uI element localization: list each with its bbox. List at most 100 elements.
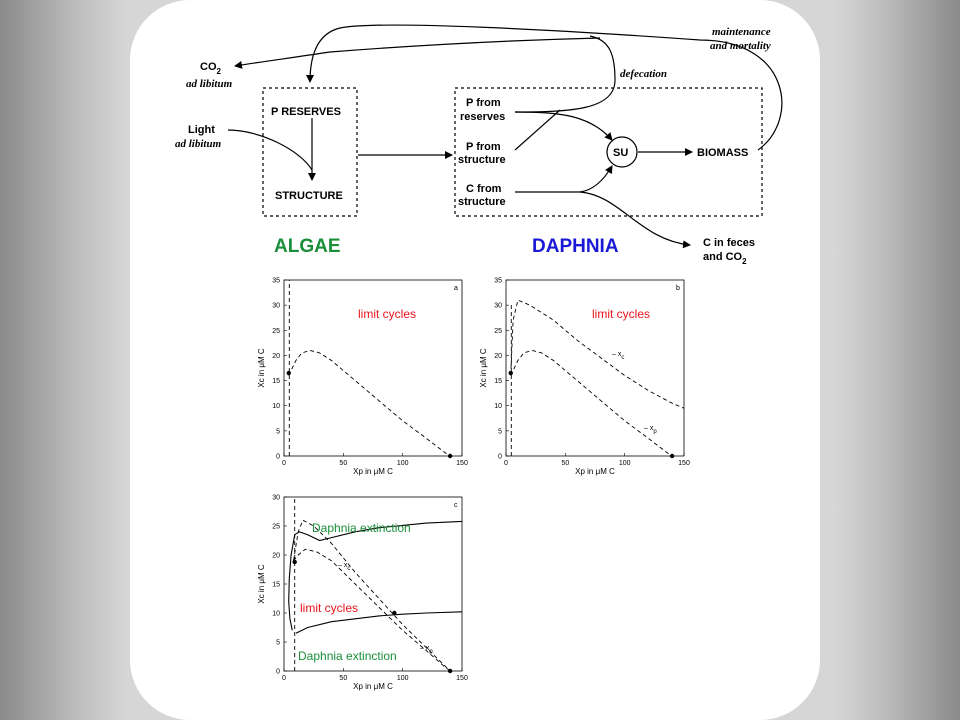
series-line-2 xyxy=(510,349,673,457)
x-tick-label: 50 xyxy=(339,460,347,467)
defecation-label: defecation xyxy=(620,68,667,80)
x-tick-label: 0 xyxy=(504,460,508,467)
equilibrium-point xyxy=(447,668,453,674)
algae-box xyxy=(262,87,358,217)
x-tick-label: 0 xyxy=(282,460,286,467)
feces-arrow xyxy=(579,191,691,249)
equilibrium-point xyxy=(286,370,291,376)
daphnia-title: DAPHNIA xyxy=(532,236,619,257)
plot-frame xyxy=(283,279,463,457)
y-tick-label: 20 xyxy=(494,353,502,360)
annotation: Daphnia extinction xyxy=(298,649,397,663)
x-tick-label: 50 xyxy=(561,460,569,467)
light-note: ad libitum xyxy=(175,138,222,150)
y-tick-label: 30 xyxy=(272,495,280,502)
x-axis-label: Xp in μM C xyxy=(575,467,615,476)
x-tick-label: 100 xyxy=(397,460,409,467)
y-tick-label: 30 xyxy=(494,303,502,310)
series-line-1 xyxy=(288,349,451,457)
c-in-feces-1: C in feces xyxy=(703,237,755,249)
x-tick-label: 50 xyxy=(339,675,347,682)
x-axis-label: Xp in μM C xyxy=(353,682,393,691)
x-tick-label: 150 xyxy=(678,460,690,467)
annotation: Daphnia extinction xyxy=(312,521,411,535)
series-line-0 xyxy=(288,520,463,631)
x-tick-label: 100 xyxy=(397,675,409,682)
y-tick-label: 30 xyxy=(272,303,280,310)
maintenance-label-2: and mortality xyxy=(710,40,771,52)
p-from-structure-2: structure xyxy=(458,154,506,166)
defecation-arrow xyxy=(514,35,616,113)
y-tick-label: 10 xyxy=(494,403,502,410)
y-tick-label: 5 xyxy=(498,428,502,435)
structure-label: STRUCTURE xyxy=(275,190,343,202)
c-from-structure-1: C from xyxy=(466,183,502,195)
x-tick-label: 0 xyxy=(282,675,286,682)
y-tick-label: 20 xyxy=(272,353,280,360)
y-tick-label: 35 xyxy=(494,278,502,285)
y-tick-label: 35 xyxy=(272,278,280,285)
series-line-3 xyxy=(293,519,451,672)
y-tick-label: 15 xyxy=(272,582,280,589)
annotation: – xp xyxy=(420,645,433,655)
y-tick-label: 5 xyxy=(276,640,280,647)
c-in-feces-2: and CO2 xyxy=(703,251,747,266)
light-label: Light xyxy=(188,124,215,136)
to-co2-arrow xyxy=(234,37,601,69)
equilibrium-point xyxy=(669,453,675,459)
x-axis-label: Xp in μM C xyxy=(353,467,393,476)
light-arrow xyxy=(227,129,313,171)
y-tick-label: 10 xyxy=(272,403,280,410)
maintenance-arrow xyxy=(306,24,783,151)
annotation: limit cycles xyxy=(358,307,416,321)
y-axis-label: Xc in μM C xyxy=(479,348,488,388)
x-tick-label: 100 xyxy=(619,460,631,467)
y-tick-label: 15 xyxy=(272,378,280,385)
equilibrium-point xyxy=(292,559,297,565)
plot-frame xyxy=(283,496,463,672)
co2-note: ad libitum xyxy=(186,78,233,90)
y-tick-label: 0 xyxy=(276,454,280,461)
series-line-1 xyxy=(510,299,685,409)
y-tick-label: 15 xyxy=(494,378,502,385)
annotation: limit cycles xyxy=(592,307,650,321)
p-reserves-label: P RESERVES xyxy=(271,106,341,118)
series-line-4 xyxy=(293,548,451,672)
slide-background xyxy=(130,0,820,720)
maintenance-label-1: maintenance xyxy=(712,26,771,38)
biomass-label: BIOMASS xyxy=(697,147,748,159)
y-tick-label: 25 xyxy=(272,328,280,335)
plot-frame xyxy=(505,279,685,457)
panel-letter: a xyxy=(454,285,458,292)
y-tick-label: 20 xyxy=(272,553,280,560)
y-tick-label: 25 xyxy=(272,524,280,531)
series-line-1 xyxy=(295,611,463,634)
y-tick-label: 5 xyxy=(276,428,280,435)
p-from-structure-1: P from xyxy=(466,141,501,153)
x-tick-label: 150 xyxy=(456,675,468,682)
annotation: – xc xyxy=(338,562,350,572)
algae-title: ALGAE xyxy=(274,236,341,257)
annotation: – xc xyxy=(612,351,624,361)
co2-label: CO2 xyxy=(200,61,222,76)
y-axis-label: Xc in μM C xyxy=(257,348,266,388)
pstructure-to-su xyxy=(514,109,561,151)
annotation: – xp xyxy=(644,425,657,435)
reserves-to-su xyxy=(514,111,613,141)
panel-letter: c xyxy=(454,502,458,509)
equilibrium-point xyxy=(508,370,513,376)
equilibrium-point xyxy=(447,453,453,459)
su-node xyxy=(606,136,638,168)
p-from-reserves-1: P from xyxy=(466,97,501,109)
y-tick-label: 0 xyxy=(276,669,280,676)
p-from-reserves-2: reserves xyxy=(460,111,505,123)
su-label: SU xyxy=(613,147,628,159)
daphnia-box xyxy=(454,87,763,217)
y-axis-label: Xc in μM C xyxy=(257,564,266,604)
equilibrium-point xyxy=(392,610,397,616)
